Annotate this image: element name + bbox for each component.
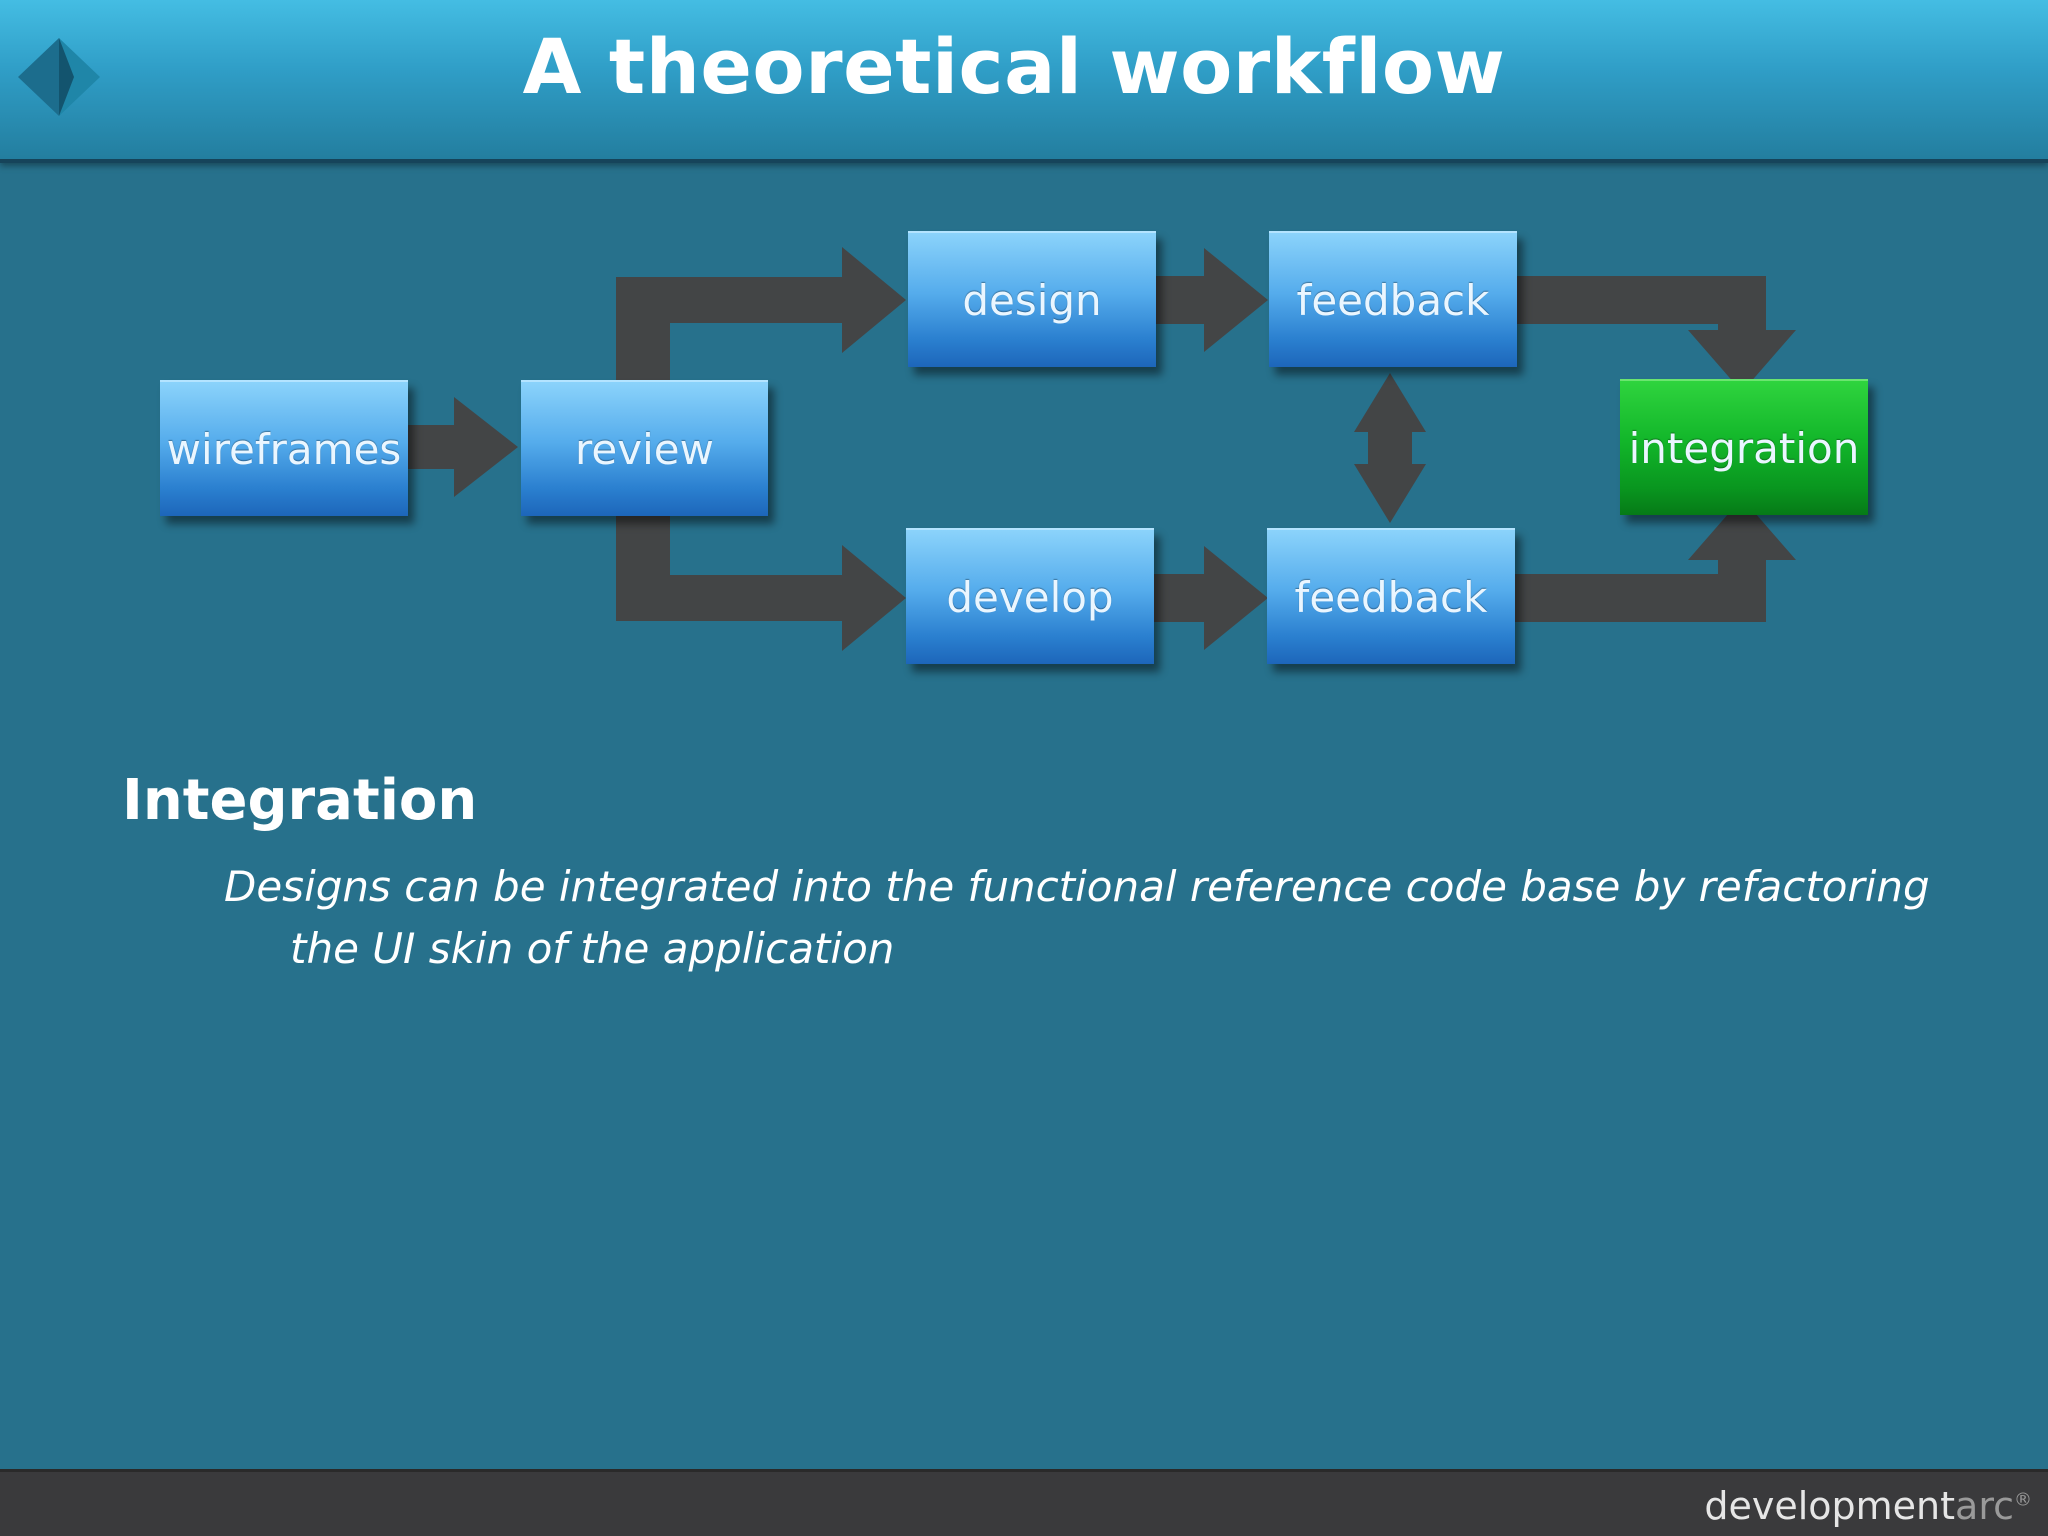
arrow-develop-to-feedback [1154, 546, 1268, 650]
arrow-design-to-feedback [1156, 248, 1268, 352]
arrow-review-to-develop [616, 516, 906, 651]
node-feedback-top-label: feedback [1296, 275, 1490, 325]
node-wireframes-label: wireframes [166, 424, 402, 474]
arrow-feedback-to-integration-top [1516, 276, 1796, 392]
node-wireframes: wireframes [160, 380, 408, 516]
node-review: review [521, 380, 768, 516]
node-develop: develop [906, 528, 1154, 664]
arrow-wireframes-to-review [408, 397, 518, 497]
brand-text-dark: development [1704, 1484, 1956, 1528]
arrow-feedback-to-integration-bottom [1514, 498, 1796, 622]
diamond-logo-icon [18, 38, 100, 116]
node-design-label: design [962, 275, 1102, 325]
arrow-feedback-two-way [1354, 373, 1426, 523]
node-integration: integration [1620, 379, 1868, 515]
slide-title: A theoretical workflow [522, 22, 1506, 111]
section-description: Designs can be integrated into the funct… [224, 862, 1930, 973]
arrow-review-to-design [616, 247, 906, 380]
node-feedback-top: feedback [1269, 231, 1517, 367]
node-feedback-bottom: feedback [1267, 528, 1515, 664]
registered-mark: ® [2014, 1489, 2032, 1511]
brand-text-light: arc [1955, 1484, 2014, 1528]
node-develop-label: develop [946, 572, 1114, 622]
brand-logo: developmentarc® [1704, 1484, 2032, 1528]
node-integration-label: integration [1628, 423, 1860, 473]
node-design: design [908, 231, 1156, 367]
workflow-connectors [408, 247, 1796, 651]
slide-footer: developmentarc® [0, 1469, 2048, 1536]
slide-header: A theoretical workflow [0, 0, 2048, 163]
section-heading: Integration [122, 768, 478, 833]
node-review-label: review [575, 424, 714, 474]
node-feedback-bottom-label: feedback [1294, 572, 1488, 622]
